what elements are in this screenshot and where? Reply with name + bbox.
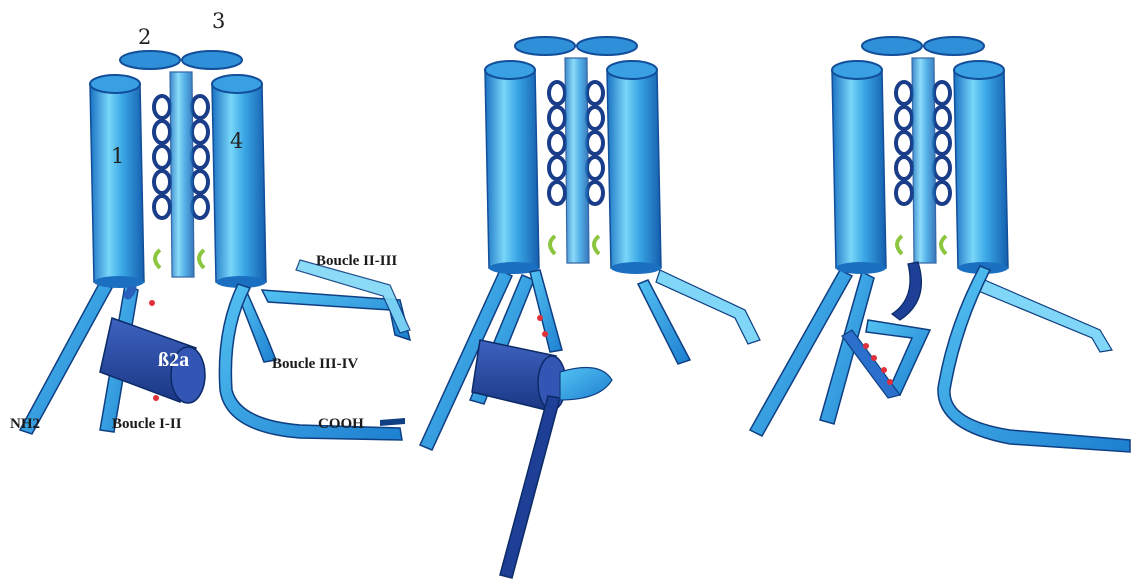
helix-4-label: 4	[230, 129, 243, 153]
helix-2-label: 2	[138, 25, 151, 49]
c-terminus-label: COOH	[318, 416, 364, 432]
n-terminus-label: NH2	[10, 416, 40, 432]
loop-2-3-label: Boucle II-III	[316, 253, 397, 269]
loop-1-2-label: Boucle I-II	[112, 416, 182, 432]
helix-1-label: 1	[111, 144, 124, 168]
beta-subunit-label: ß2a	[158, 349, 189, 371]
helix-3-label: 3	[212, 9, 225, 33]
panel-1: 2 3 1 4 Boucle II-III Boucle III-IV ß2a …	[10, 9, 410, 440]
loop-3-4-label: Boucle III-IV	[272, 356, 358, 372]
panel-2	[420, 37, 760, 578]
panel-3	[750, 37, 1130, 452]
